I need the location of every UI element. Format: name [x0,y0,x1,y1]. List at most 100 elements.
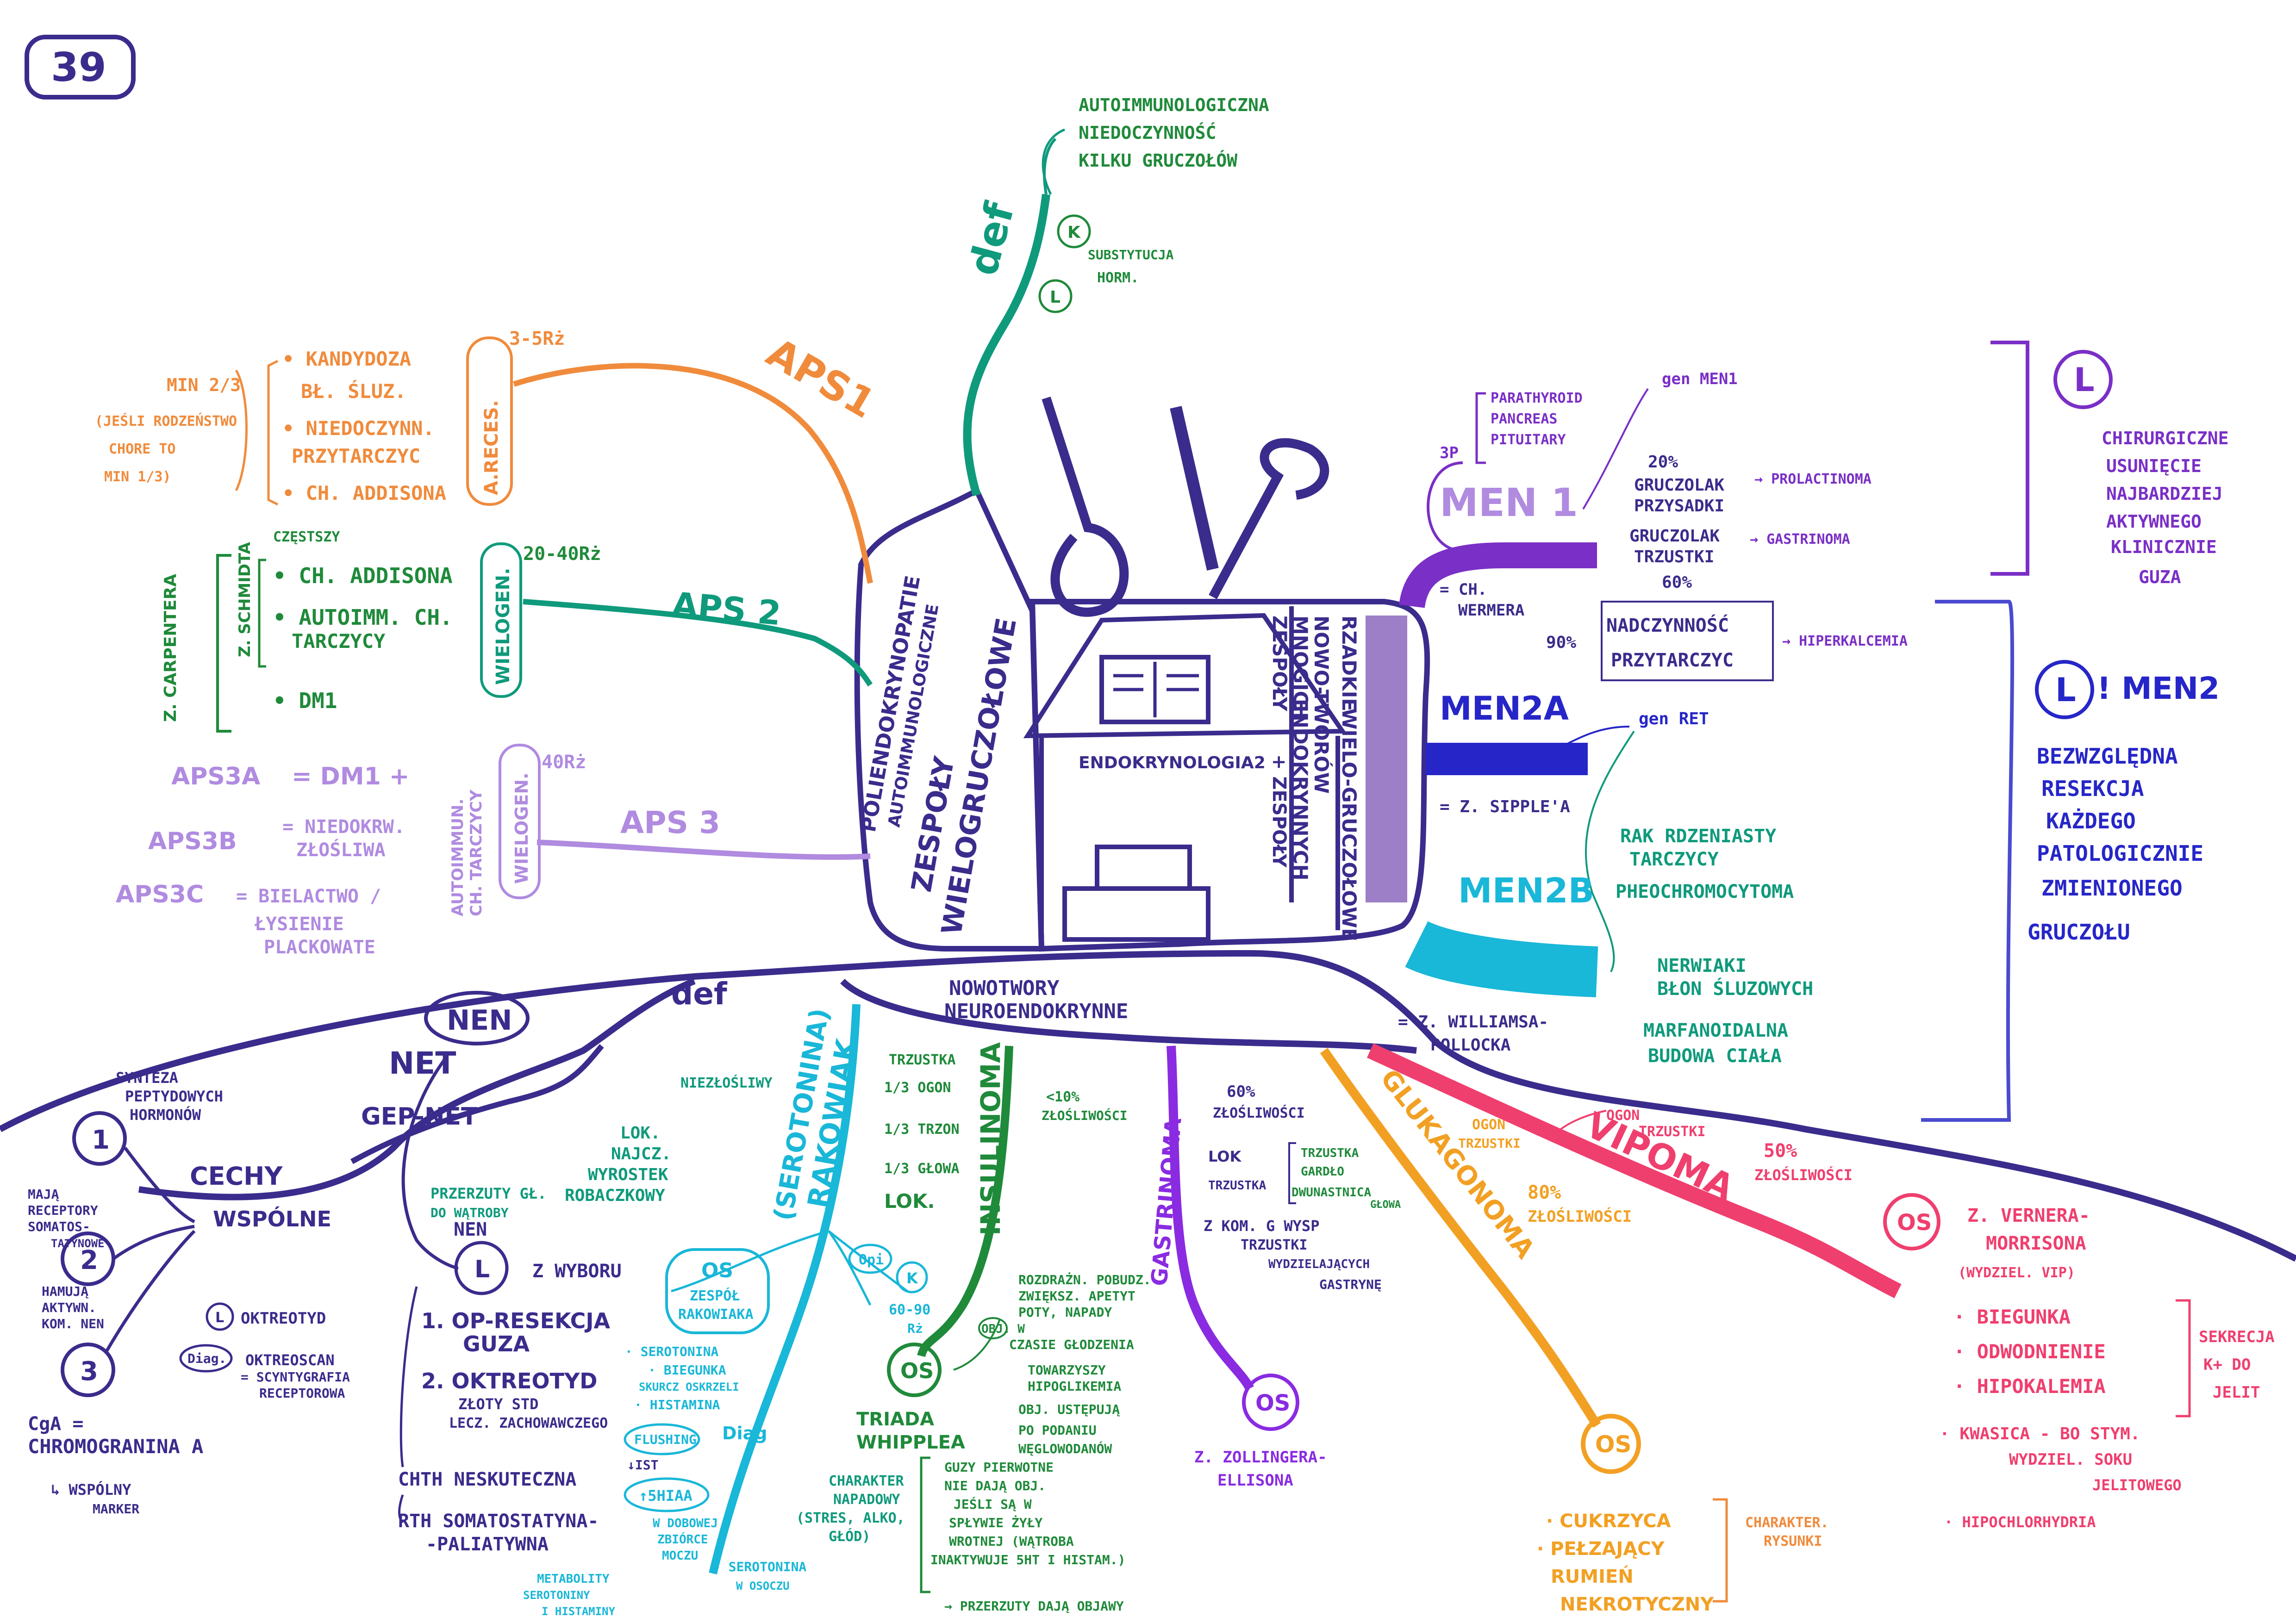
gastrinoma-kom-3: WYDZIELAJĄCYCH [1268,1257,1370,1271]
gastrinoma-kom-2: TRZUSTKI [1241,1237,1308,1253]
gastrinoma-kom-1: Z KOM. G WYSP [1204,1217,1319,1235]
rth-1: RTH SOMATOSTATYNA- [398,1511,599,1532]
n3-circle [61,1343,115,1397]
treatment-1: SUBSTYTUCJA [1088,247,1174,262]
men2-rak-2: TARCZYCY [1629,849,1719,870]
L1-text-5: KLINICZNIE [2111,537,2217,557]
okt-1: 2. OKTREOTYD [421,1368,597,1393]
cga-4: MARKER [93,1501,139,1517]
ch-4: GŁÓD) [829,1528,870,1545]
men1-item-3: → PROLACTINOMA [1754,471,1872,487]
ser-2: · BIEGUNKA [648,1362,726,1378]
aps2-bracket-inner [258,559,266,668]
insulinoma-r-3: POTY, NAPADY [1018,1305,1112,1320]
aps2-item-3: TARCZYCY [292,630,386,653]
l-okt-circle [206,1302,234,1331]
triada-2: WHIPPLEA [856,1432,965,1453]
aps3-a: APS3A [171,763,260,790]
L2-bracket [1921,600,2015,1122]
aps3-b-text-2: ZŁOŚLIWA [296,839,386,861]
os-insulinoma-circle [887,1343,942,1397]
insulinoma-title: INSULINOMA [975,1042,1006,1236]
net-sub-branch-2 [350,1044,604,1164]
diag-oval [179,1344,233,1373]
n1: 1 [92,1125,110,1155]
gastrinoma-lok-1: TRZUSTKA [1301,1146,1359,1160]
n1-text-2: PEPTYDOWYCH [125,1088,223,1105]
men1-title: MEN 1 [1440,480,1578,525]
os-gastrinoma: OS [1255,1390,1290,1416]
men2b-nerw-2: BŁON ŚLUZOWYCH [1657,977,1813,1000]
up-5hiaa: ↑5HIAA [639,1487,693,1505]
os-vipoma: OS [1897,1210,1932,1236]
building-label: ENDOKRYNOLOGIA2 [1079,753,1266,772]
aps1-age: 3-5Rż [509,328,565,349]
right-wall-7: RZADKIE [1338,616,1360,711]
k-circle [1057,214,1091,249]
L2-text-4: PATOLOGICZNIE [2037,841,2203,866]
insulinoma-branch [917,1045,1013,1357]
men2b-branch [1405,921,1598,997]
flushing-oval [624,1423,700,1455]
ser-1: · SEROTONINA [625,1344,718,1359]
insulinoma-lok: LOK. [884,1190,935,1213]
insulinoma-r-9: WĘGLOWODANÓW [1018,1441,1112,1456]
gluk-item-1: · CUKRZYCA [1546,1511,1671,1532]
aps2-vertical: WIELOGEN. [493,568,514,685]
flushing: FLUSHING [634,1432,697,1447]
hiaa-oval [624,1477,710,1512]
page-number-box [25,35,136,99]
building-main [1029,599,1430,952]
os-gastrinoma-circle [1242,1374,1299,1431]
aps3-c-text-2: ŁYSIENIE [254,914,344,935]
def-branch-line [963,193,1050,497]
right-wall-9: GRUCZOŁOWE [1338,787,1360,941]
insulinoma-pct-2: ZŁOŚLIWOŚCI [1042,1107,1127,1123]
diag-label: Diag. [187,1351,226,1366]
vipoma-kw-2: WYDZIEL. SOKU [2009,1450,2132,1469]
os-box [665,1248,770,1334]
ser-4: · HISTAMINA [634,1397,720,1412]
os-text-1: ZESPÓŁ [690,1287,740,1304]
main-top-curve [0,950,2296,1262]
aps1-bracket [267,360,279,506]
nen-oval [424,991,530,1045]
gastrinoma-lok-5: GŁOWA [1370,1199,1401,1211]
aps2-item-2: • AUTOIMM. CH. [273,605,453,630]
men2b-marf-2: BUDOWA CIAŁA [1648,1045,1782,1067]
insulinoma-r-8: PO PODANIU [1018,1423,1097,1438]
book-stack-1 [1095,845,1192,891]
gastrinoma-pct-2: ZŁOŚLIWOŚCI [1213,1104,1305,1121]
l-label-top: L [1050,288,1061,307]
gluk-char-2: RYSUNKI [1764,1533,1822,1549]
os-gluk-circle [1581,1414,1641,1474]
men1-pct-90: 90% [1546,633,1576,652]
l-circle-top [1038,279,1073,313]
gastrinoma-lok-bracket [1288,1142,1296,1204]
gluk-bracket [1713,1498,1728,1603]
okt-text: OKTREOTYD [241,1309,326,1328]
page-number: 39 [51,44,106,91]
insulinoma-r-2: ZWIĘKSZ. APETYT [1018,1288,1136,1304]
net-def: def [671,976,728,1012]
glukagonoma-branch [1320,1048,1601,1428]
ch-1: CHARAKTER [829,1473,904,1489]
rakowiak-przerzuty-1: PRZERZUTY GŁ. [430,1185,546,1202]
L1-text-3: NAJBARDZIEJ [2106,484,2223,504]
L1-text-1: CHIRURGICZNE [2102,428,2229,448]
ser-up-2: W OSOCZU [736,1579,790,1592]
hiaa-3: MOCZU [662,1549,698,1563]
ser-up-1: ↑ SEROTONINA [713,1559,806,1574]
aps2-most: CZĘSTSZY [273,529,340,545]
aps3-b: APS3B [148,827,237,855]
rakowiak-malignant: NIEZŁOŚLIWY [680,1074,773,1091]
okt-3: LECZ. ZACHOWAWCZEGO [449,1415,608,1431]
aps3-c: APS3C [116,881,204,908]
ser-3: SKURCZ OSKRZELI [639,1380,739,1393]
insulinoma-loc-2: 1/3 OGON [884,1080,951,1096]
n1-text-3: HORMONÓW [130,1106,201,1124]
trumpet-icon [1209,438,1329,599]
aps3-c-text-3: PLACKOWATE [264,937,375,958]
aps2-title: APS 2 [671,585,783,633]
op-1: 1. OP-RESEKCJA [421,1308,610,1333]
